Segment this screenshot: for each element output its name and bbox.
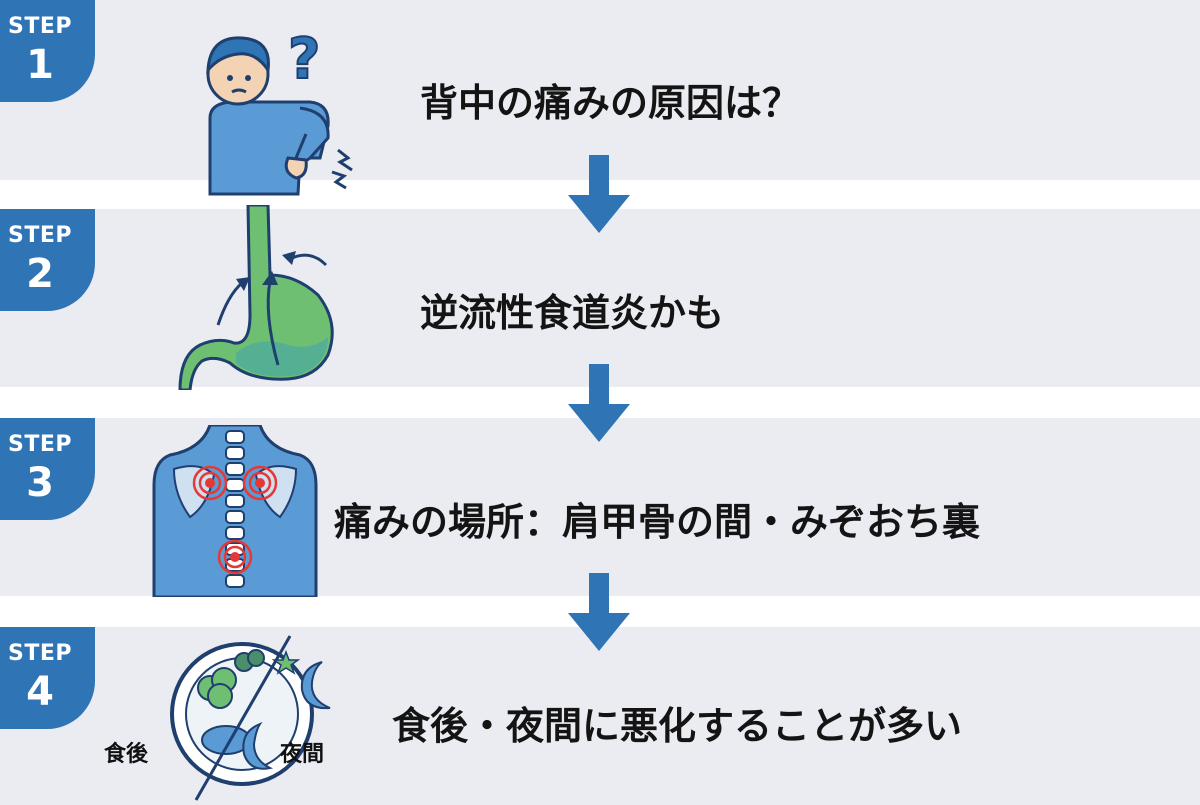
step-2-badge: STEP 2 xyxy=(0,209,95,311)
step-4-badge: STEP 4 xyxy=(0,627,95,729)
stomach-reflux-icon xyxy=(178,205,334,390)
step-number: 3 xyxy=(26,460,54,506)
svg-text:?: ? xyxy=(288,27,320,92)
step-3-badge: STEP 3 xyxy=(0,418,95,520)
step-1-badge: STEP 1 xyxy=(0,0,95,102)
person-back-pain-icon: ? xyxy=(206,26,353,196)
step-label: STEP xyxy=(7,223,72,248)
step-4-text: 食後・夜間に悪化することが多い xyxy=(392,704,963,748)
step-label: STEP xyxy=(7,641,72,666)
step-1-band xyxy=(0,0,1200,180)
down-arrow-icon xyxy=(568,573,630,651)
night-label: 夜間 xyxy=(280,742,325,767)
step-2-text: 逆流性食道炎かも xyxy=(420,291,725,335)
after-meal-label: 食後 xyxy=(104,742,149,767)
step-label: STEP xyxy=(7,432,72,457)
meal-night-icon xyxy=(170,635,331,801)
down-arrow-icon xyxy=(568,155,630,233)
step-1-text: 背中の痛みの原因は？ xyxy=(420,81,801,125)
down-arrow-icon xyxy=(568,364,630,442)
step-number: 1 xyxy=(26,42,54,88)
spine-pain-points-icon xyxy=(152,425,318,597)
step-label: STEP xyxy=(7,14,72,39)
step-number: 2 xyxy=(26,251,54,297)
step-3-text: 痛みの場所：肩甲骨の間・みぞおち裏 xyxy=(334,500,981,544)
step-number: 4 xyxy=(26,669,54,715)
